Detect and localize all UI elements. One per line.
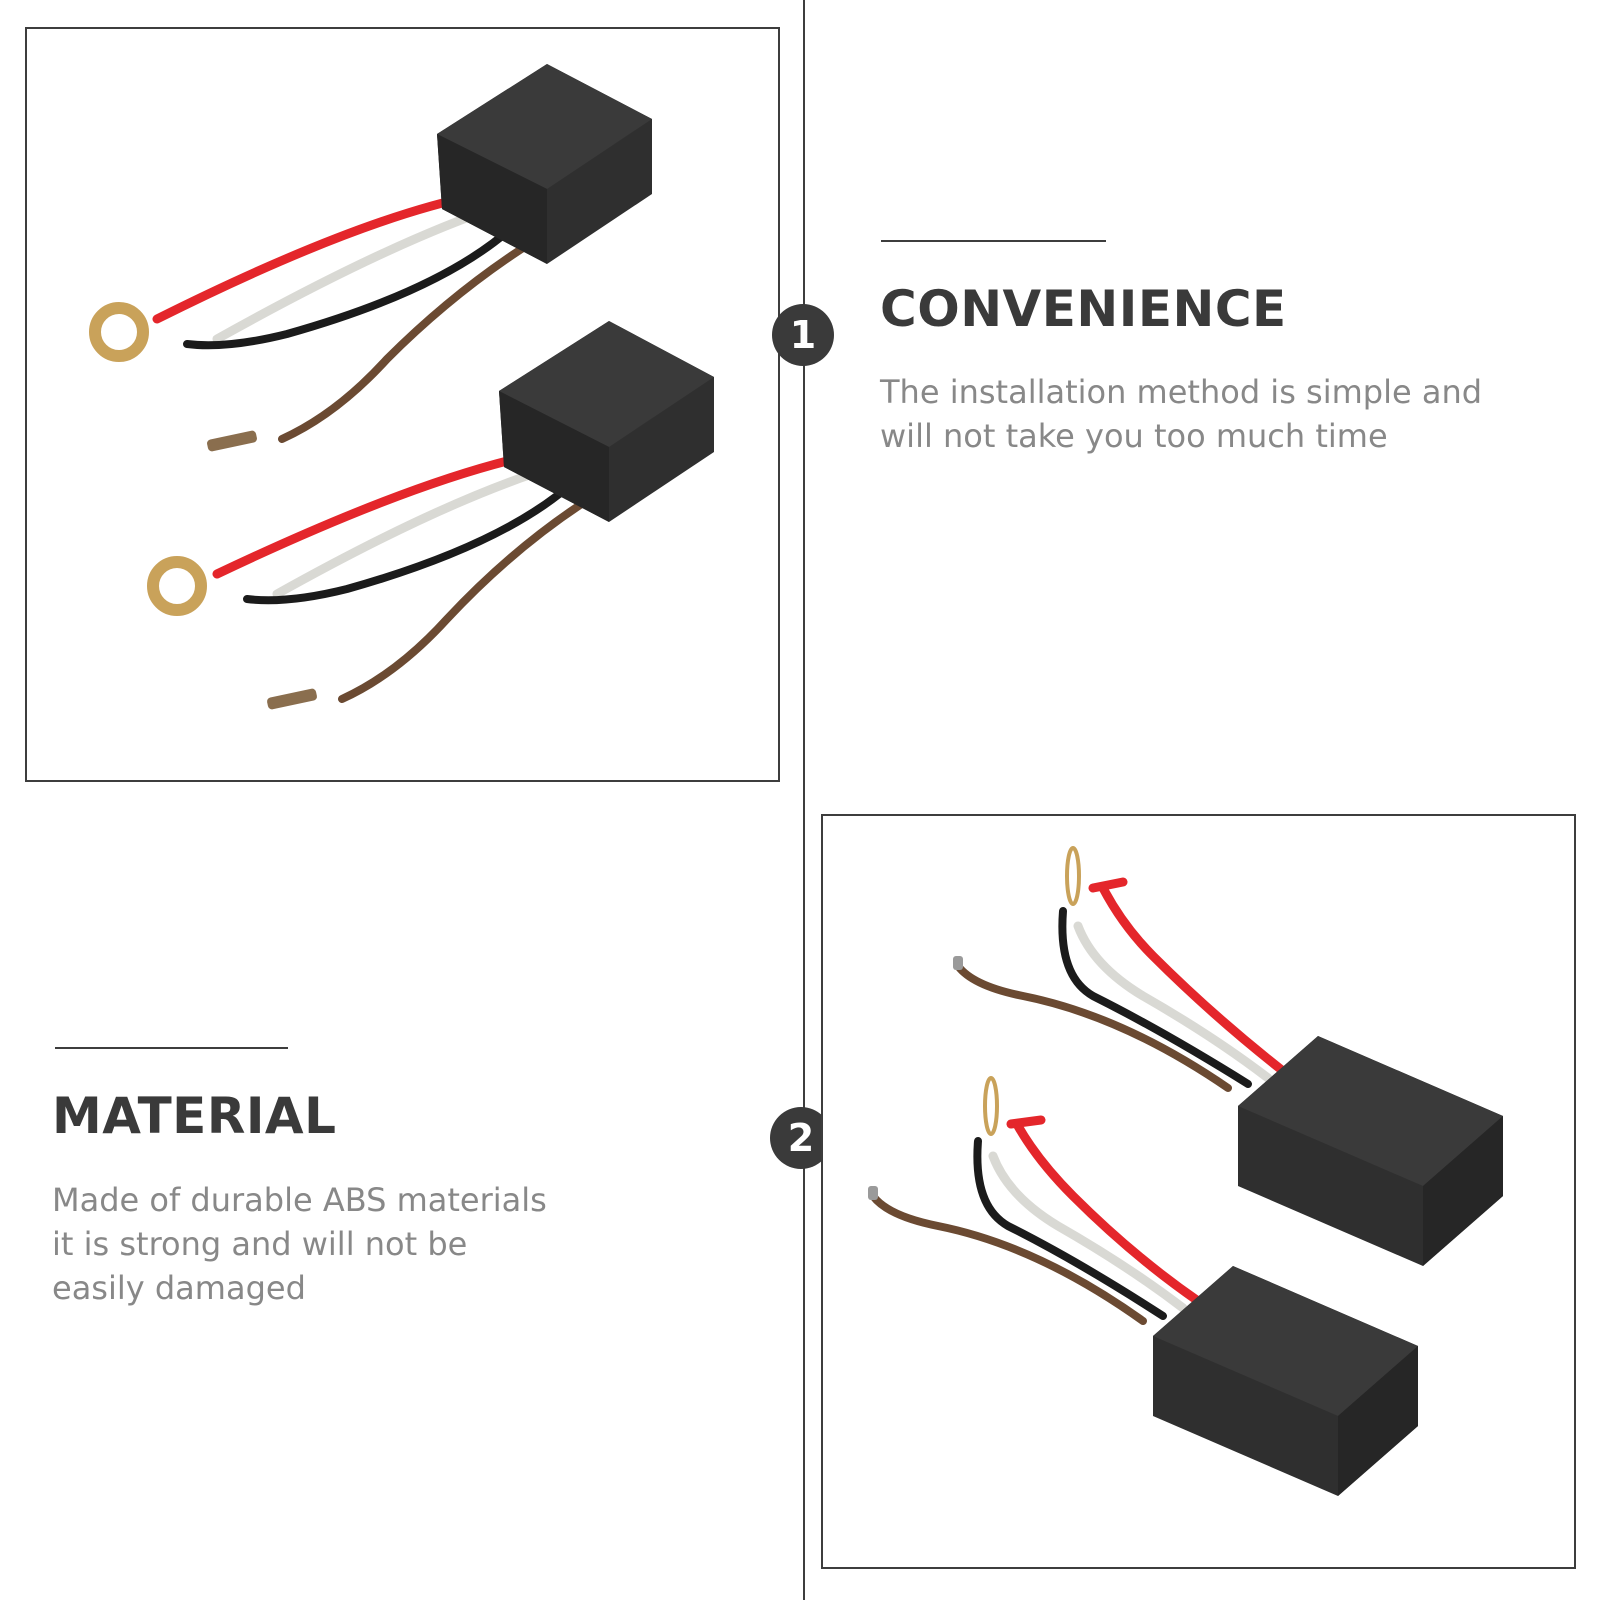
section-heading-convenience: CONVENIENCE: [880, 280, 1287, 338]
section-heading-material: MATERIAL: [52, 1087, 337, 1145]
description-line: The installation method is simple and: [880, 373, 1483, 411]
description-line: Made of durable ABS materials: [52, 1181, 547, 1219]
sensor-module-upper: [89, 64, 652, 452]
section-description-material: Made of durable ABS materials it is stro…: [52, 1178, 572, 1310]
heading-rule-1: [881, 240, 1106, 242]
step-number-badge-1: 1: [772, 304, 834, 366]
section-description-convenience: The installation method is simple and wi…: [880, 370, 1520, 458]
product-image-bottom: [821, 814, 1576, 1569]
touch-sensor-modules-image-2: [868, 846, 1503, 1496]
sensor-module-lower: [868, 1076, 1418, 1496]
sensor-module-lower: [147, 321, 714, 710]
heading-rule-2: [55, 1047, 288, 1049]
sensor-module-upper: [953, 846, 1503, 1266]
description-line: easily damaged: [52, 1269, 306, 1307]
description-line: it is strong and will not be: [52, 1225, 468, 1263]
center-divider-line: [803, 0, 805, 1600]
touch-sensor-modules-image-1: [89, 64, 714, 710]
product-image-top: [25, 27, 780, 782]
description-line: will not take you too much time: [880, 417, 1388, 455]
